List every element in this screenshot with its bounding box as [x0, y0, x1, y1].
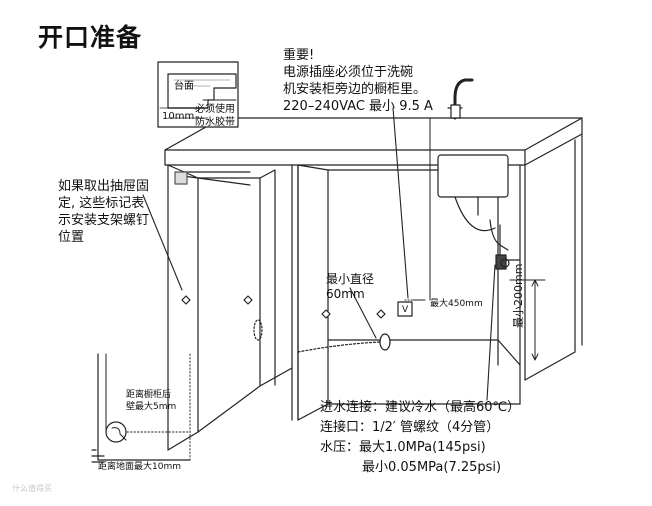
power-outlet: [397, 301, 413, 317]
min-height-label: 最小200mm: [512, 263, 525, 328]
gap-label: 10mm: [162, 111, 195, 122]
sink-and-pipes: [437, 78, 521, 270]
max-height-label: 最大450mm: [430, 299, 483, 309]
top-inset: [157, 61, 239, 128]
water-connection-specs: 进水连接：建议冷水（最高60℃） 连接口：1/2′ 管螺纹（4分管） 水压：最大…: [320, 400, 521, 475]
power-outlet-note: 重要! 电源插座必须位于洗碗 机安装柜旁边的橱柜里。 220–240VAC 最小…: [283, 48, 433, 114]
countertop-label: 台面: [174, 81, 194, 92]
leader-lines: [142, 107, 496, 401]
watermark: 什么值得买: [12, 484, 52, 493]
drawer-screw-note: 如果取出抽屉固 定, 这些标记表 示安装支架螺钉 位置: [58, 179, 150, 245]
bottom-inset: [91, 353, 191, 463]
min-diameter-note: 最小直径 60mm: [326, 272, 375, 301]
dishwasher-opening: [167, 164, 299, 451]
floor-gap-note: 距离地面最大10mm: [98, 462, 181, 472]
tape-note: 必须使用 防水胶带: [195, 104, 235, 128]
dimension-lines: [404, 117, 546, 361]
back-gap-note: 距离橱柜后 壁最大5mm: [126, 390, 177, 412]
power-outlet-label: V: [402, 305, 409, 315]
page-title: 开口准备: [38, 23, 143, 52]
